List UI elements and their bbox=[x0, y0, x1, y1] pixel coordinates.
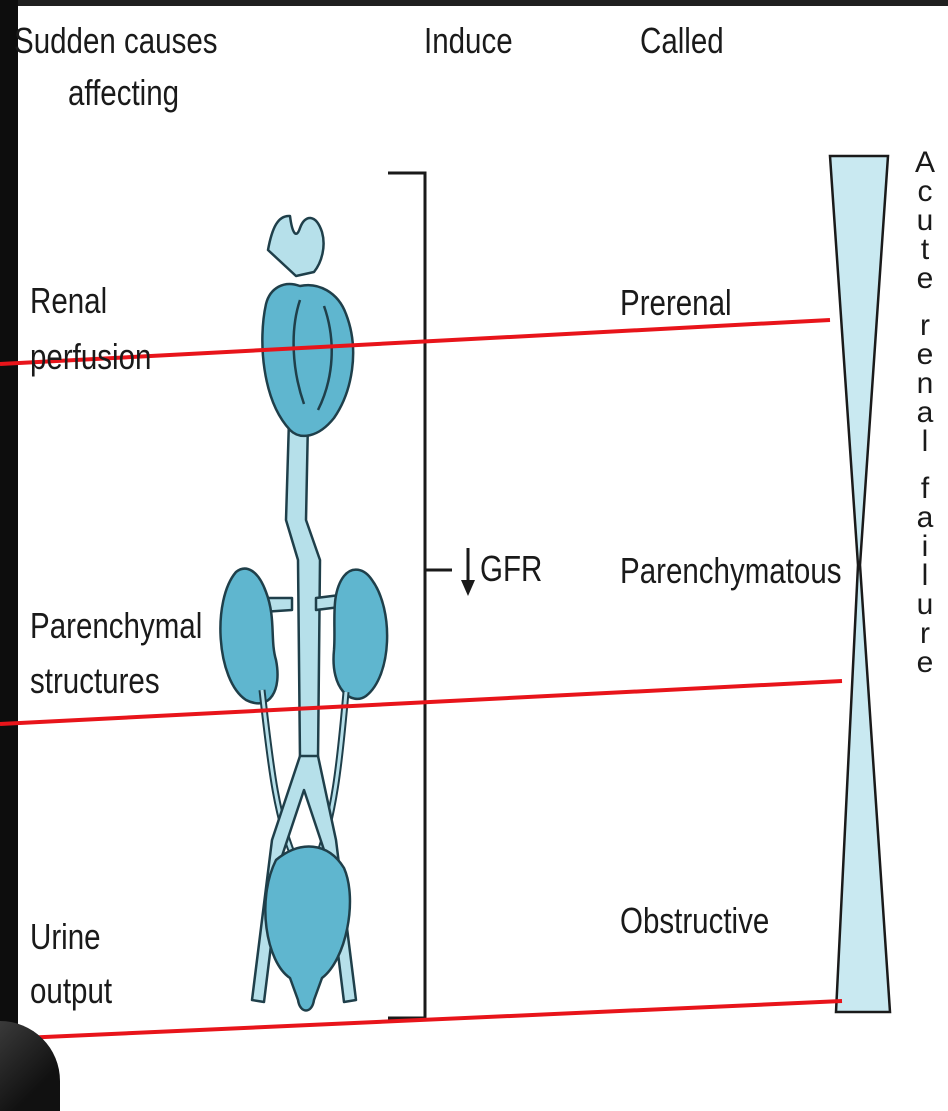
right-kidney bbox=[334, 570, 388, 699]
bladder bbox=[265, 847, 350, 1011]
cause-renal-line2: perfusion bbox=[30, 336, 151, 378]
side-label-char: r bbox=[905, 619, 945, 648]
cause-parenchymal-line1: Parenchymal bbox=[30, 605, 202, 647]
heart bbox=[262, 284, 353, 436]
cause-urine-line2: output bbox=[30, 970, 112, 1012]
side-label-char: t bbox=[905, 235, 945, 264]
side-label-char: e bbox=[905, 648, 945, 677]
side-label-char: a bbox=[905, 398, 945, 427]
side-label-char: i bbox=[905, 532, 945, 561]
side-label-char: f bbox=[905, 474, 945, 503]
side-label-char: u bbox=[905, 590, 945, 619]
header-causes-line2: affecting bbox=[68, 72, 179, 114]
side-label-char: c bbox=[905, 177, 945, 206]
bracket bbox=[388, 173, 452, 1018]
cause-renal-line1: Renal bbox=[30, 280, 107, 322]
header-called: Called bbox=[640, 20, 724, 62]
anatomy-illustration bbox=[220, 216, 387, 1011]
side-label-char: e bbox=[905, 340, 945, 369]
header-induce: Induce bbox=[424, 20, 513, 62]
cause-parenchymal-line2: structures bbox=[30, 660, 160, 702]
called-obstructive: Obstructive bbox=[620, 900, 769, 942]
left-kidney bbox=[220, 569, 277, 704]
side-label-char: l bbox=[905, 427, 945, 456]
called-prerenal: Prerenal bbox=[620, 282, 732, 324]
header-causes-line1: Sudden causes bbox=[14, 20, 218, 62]
called-parenchymatous: Parenchymatous bbox=[620, 550, 842, 592]
side-label-char: u bbox=[905, 206, 945, 235]
side-label-char: n bbox=[905, 369, 945, 398]
side-label-char: l bbox=[905, 561, 945, 590]
great-vessels bbox=[268, 216, 324, 276]
side-label-char: A bbox=[905, 148, 945, 177]
side-label-char: r bbox=[905, 311, 945, 340]
down-arrow-icon bbox=[461, 548, 475, 596]
induce-gfr-label: GFR bbox=[480, 548, 542, 590]
side-label-char: e bbox=[905, 264, 945, 293]
cause-urine-line1: Urine bbox=[30, 916, 101, 958]
side-label-char: a bbox=[905, 503, 945, 532]
